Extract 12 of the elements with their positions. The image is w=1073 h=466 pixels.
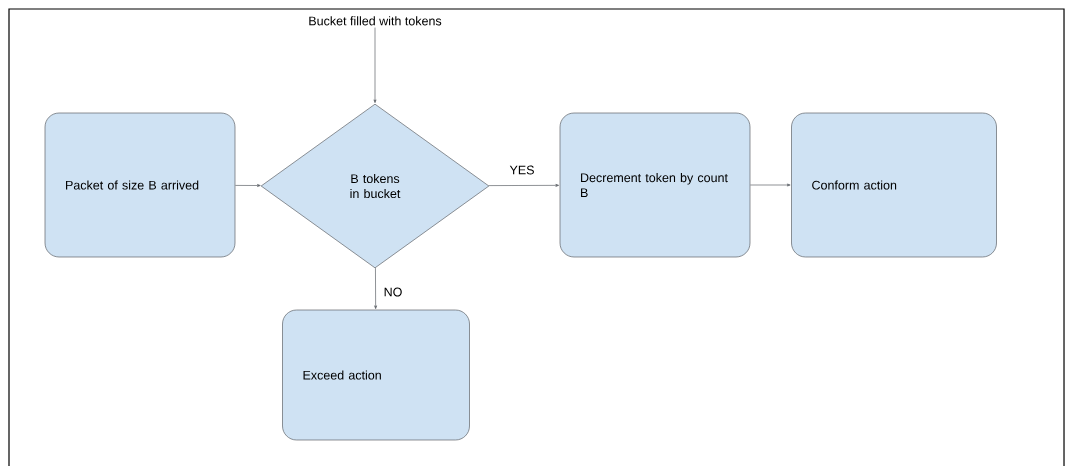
arrow [374, 267, 378, 309]
process-box: Conform action [791, 112, 997, 258]
arrow [750, 183, 791, 187]
bucket-text: Bucket filled with tokens [309, 16, 442, 26]
edge-label: NO [382, 286, 404, 298]
process-box: Decrement token by count B [559, 112, 751, 258]
arrow [488, 183, 559, 187]
arrow [373, 27, 377, 103]
process-box: Packet of size B arrived [44, 112, 236, 258]
edge-label: YES [508, 164, 536, 176]
arrow [235, 184, 261, 187]
process-box: Exceed action [282, 309, 470, 441]
